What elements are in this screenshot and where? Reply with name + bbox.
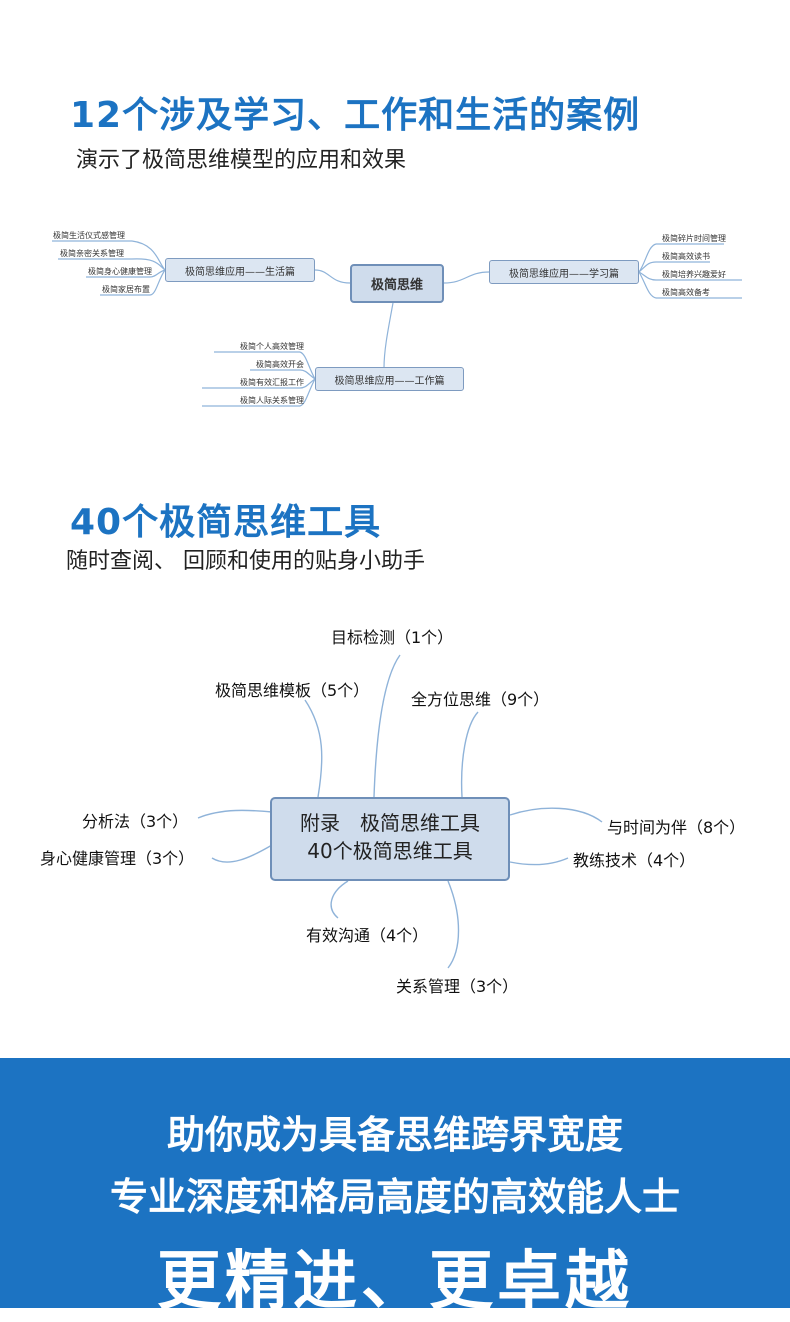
- leaf-life-4: 极简家居布置: [102, 285, 150, 294]
- leaf-study-4: 极简高效备考: [662, 288, 710, 297]
- tool-all-round: 全方位思维（9个）: [411, 690, 550, 709]
- leaf-work-1: 极简个人高效管理: [240, 342, 304, 351]
- leaf-work-4: 极简人际关系管理: [240, 396, 304, 405]
- tool-analysis: 分析法（3个）: [82, 812, 189, 831]
- banner-line1: 助你成为具备思维跨界宽度: [166, 1113, 623, 1157]
- leaf-work-3: 极简有效汇报工作: [240, 378, 304, 387]
- tool-goal-check: 目标检测（1个）: [331, 628, 454, 647]
- tool-coaching: 教练技术（4个）: [573, 851, 696, 870]
- tool-time: 与时间为伴（8个）: [607, 818, 746, 837]
- section1-title: 12个涉及学习、工作和生活的案例: [70, 95, 641, 136]
- leaf-study-2: 极简高效读书: [662, 252, 710, 261]
- section2-title: 40个极简思维工具: [70, 502, 382, 543]
- mindmap2-center-node: 附录 极简思维工具 40个极简思维工具: [270, 797, 510, 881]
- branch-life-node: 极简思维应用——生活篇: [165, 258, 315, 282]
- leaf-life-3: 极简身心健康管理: [88, 267, 152, 276]
- banner-line2: 专业深度和格局高度的高效能人士: [109, 1175, 680, 1219]
- section2-subtitle: 随时查阅、 回顾和使用的贴身小助手: [66, 549, 425, 574]
- mindmap1-center-node: 极简思维: [350, 264, 444, 303]
- leaf-study-3: 极简培养兴趣爱好: [662, 270, 726, 279]
- branch-work-node: 极简思维应用——工作篇: [315, 367, 464, 391]
- section1-subtitle: 演示了极简思维模型的应用和效果: [76, 148, 407, 173]
- bottom-banner: 助你成为具备思维跨界宽度 专业深度和格局高度的高效能人士 更精进、更卓越: [0, 1058, 790, 1319]
- tool-template: 极简思维模板（5个）: [215, 681, 370, 700]
- banner-line3: 更精进、更卓越: [157, 1245, 633, 1319]
- tool-health: 身心健康管理（3个）: [40, 849, 195, 868]
- center-line1: 附录 极简思维工具: [300, 811, 480, 835]
- branch-study-node: 极简思维应用——学习篇: [489, 260, 639, 284]
- center-line2: 40个极简思维工具: [307, 839, 473, 863]
- tool-communication: 有效沟通（4个）: [306, 926, 429, 945]
- leaf-work-2: 极简高效开会: [256, 360, 304, 369]
- leaf-life-1: 极简生活仪式感管理: [53, 231, 125, 240]
- tool-relationship: 关系管理（3个）: [396, 977, 519, 996]
- leaf-study-1: 极简碎片时间管理: [662, 234, 726, 243]
- leaf-life-2: 极简亲密关系管理: [60, 249, 124, 258]
